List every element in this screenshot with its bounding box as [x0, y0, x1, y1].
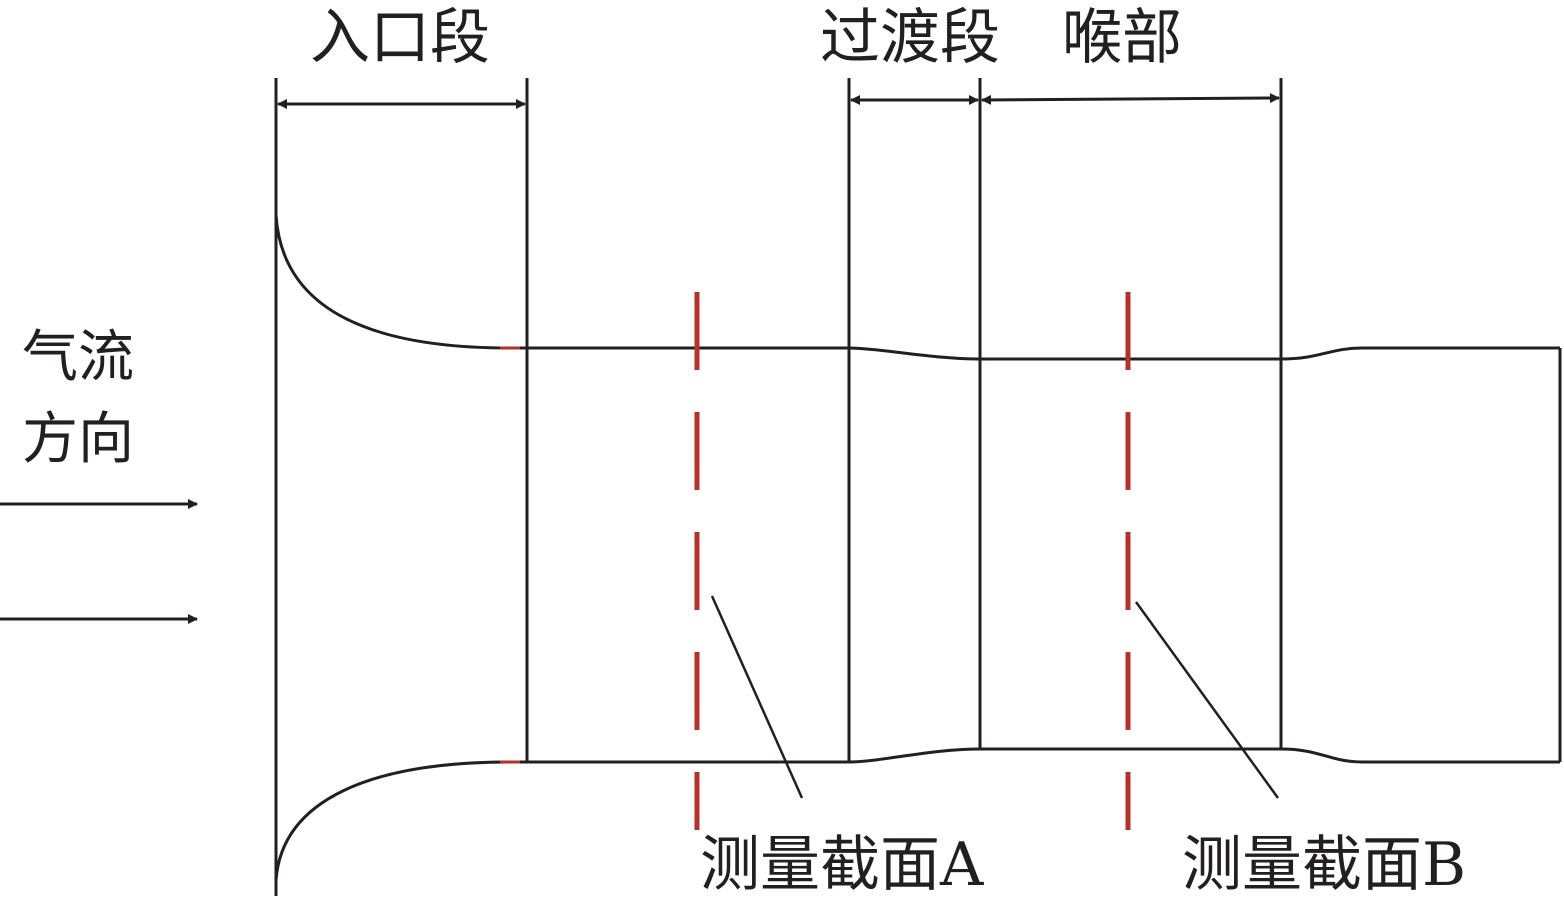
flow-direction-label-line2: 方向 [22, 407, 134, 472]
measurement-lines [694, 292, 1131, 830]
section-b-label: 测量截面B [1182, 830, 1466, 900]
throat-dimension-arrow [981, 93, 1280, 105]
leader-line-a [710, 595, 804, 799]
flow-arrows [0, 499, 198, 624]
bottom-wall [274, 747, 1560, 881]
joint-marks [500, 346, 520, 764]
top-wall [274, 214, 1560, 361]
leader-line-b [1134, 601, 1280, 799]
inlet-label: 入口段 [310, 3, 490, 73]
dimension-arrows [277, 93, 1280, 109]
throat-label: 喉部 [1062, 3, 1182, 73]
leader-lines [710, 595, 1280, 799]
duct-walls [274, 214, 1560, 881]
section-boundaries [274, 78, 1562, 896]
transition-label: 过渡段 [820, 3, 1000, 73]
flow-direction-label-line1: 气流 [22, 325, 134, 390]
section-a-label: 测量截面A [700, 830, 984, 900]
